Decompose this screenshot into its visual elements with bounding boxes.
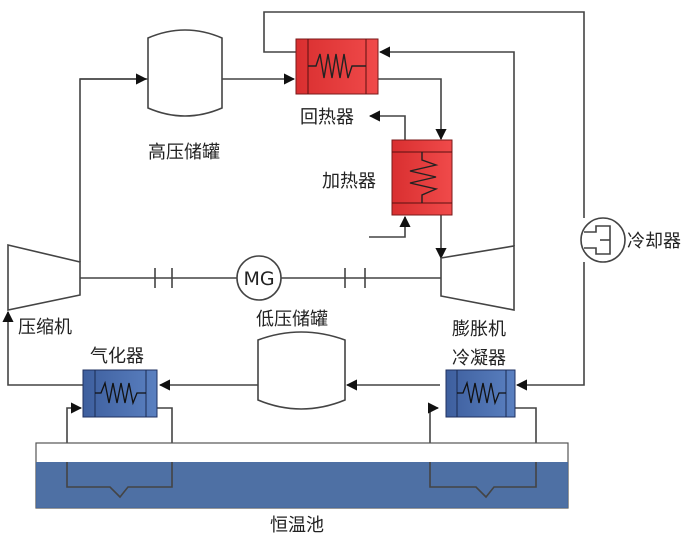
thermostatic-pool-label: 恒温池: [270, 515, 324, 536]
heater-label: 加热器: [322, 171, 376, 192]
heater: [391, 139, 453, 216]
thermostatic-pool: [35, 442, 569, 509]
pipes: [2, 11, 585, 499]
low-pressure-tank-label: 低压储罐: [256, 309, 328, 330]
high-pressure-tank: [147, 29, 223, 117]
recuperator: [295, 38, 379, 95]
condenser-label: 冷凝器: [452, 348, 506, 369]
expander: [440, 245, 515, 311]
cooler: [580, 217, 626, 263]
compressor: [7, 243, 81, 311]
compressor-label: 压缩机: [18, 317, 72, 338]
recuperator-label: 回热器: [300, 107, 354, 128]
low-pressure-tank: [257, 331, 346, 410]
vaporizer-label: 气化器: [90, 346, 144, 367]
motor-generator: [236, 255, 282, 301]
expander-label: 膨胀机: [452, 319, 506, 340]
vaporizer: [82, 369, 158, 418]
condenser: [445, 369, 516, 418]
cooler-label: 冷却器: [627, 231, 681, 252]
motor-generator-label: MG: [243, 268, 274, 290]
high-pressure-tank-label: 高压储罐: [148, 142, 220, 163]
